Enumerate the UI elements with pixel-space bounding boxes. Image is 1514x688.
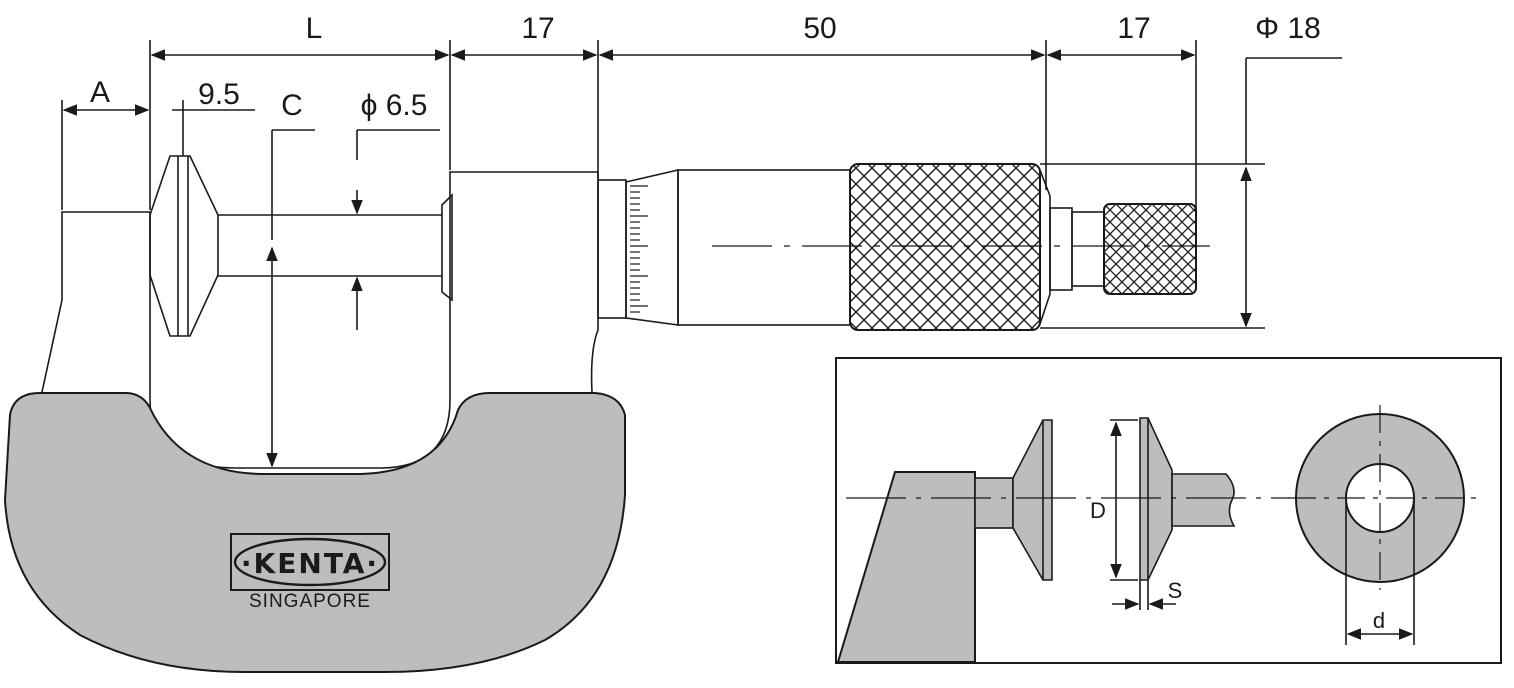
label-anvil-thickness: 9.5 (198, 78, 240, 111)
thimble-chamfer (1039, 169, 1051, 325)
ratchet-knurl (1103, 203, 1197, 295)
inset-panel (835, 357, 1502, 664)
sleeve-collar (597, 179, 627, 319)
label-ratchet-length: 17 (1117, 12, 1150, 45)
label-inset-s: S (1168, 578, 1183, 603)
label-thimble-length: 50 (803, 12, 836, 45)
label-c: C (281, 89, 303, 122)
thimble-knurl (849, 163, 1041, 331)
inset-spindle-stub (974, 477, 1014, 529)
anvil (149, 155, 219, 337)
label-a: A (90, 76, 110, 109)
label-spindle-diameter: ϕ 6.5 (361, 89, 428, 122)
inset-frame (836, 471, 976, 663)
frame-base (3, 392, 626, 673)
inset-spindle-break (1171, 473, 1236, 527)
label-sleeve-length: 17 (521, 12, 554, 45)
inset-disc-left (1012, 419, 1053, 581)
logo-box (230, 533, 390, 591)
logo-oval (233, 537, 387, 587)
thimble-barrel (677, 169, 851, 326)
inset-disc-right (1139, 417, 1173, 581)
ratchet-neck (1049, 207, 1073, 291)
thimble-graduations (630, 185, 648, 313)
ratchet-collar (1071, 211, 1105, 287)
label-thimble-diameter: Φ 18 (1255, 12, 1321, 45)
logo-location: SINGAPORE (249, 591, 371, 612)
label-l: L (306, 12, 323, 45)
logo-brand-name: ·KENTA· (241, 547, 379, 580)
label-inset-d-lower: d (1373, 608, 1385, 633)
thimble-scale (625, 168, 679, 326)
spindle-disc (441, 193, 453, 302)
label-inset-d-upper: D (1090, 498, 1106, 523)
